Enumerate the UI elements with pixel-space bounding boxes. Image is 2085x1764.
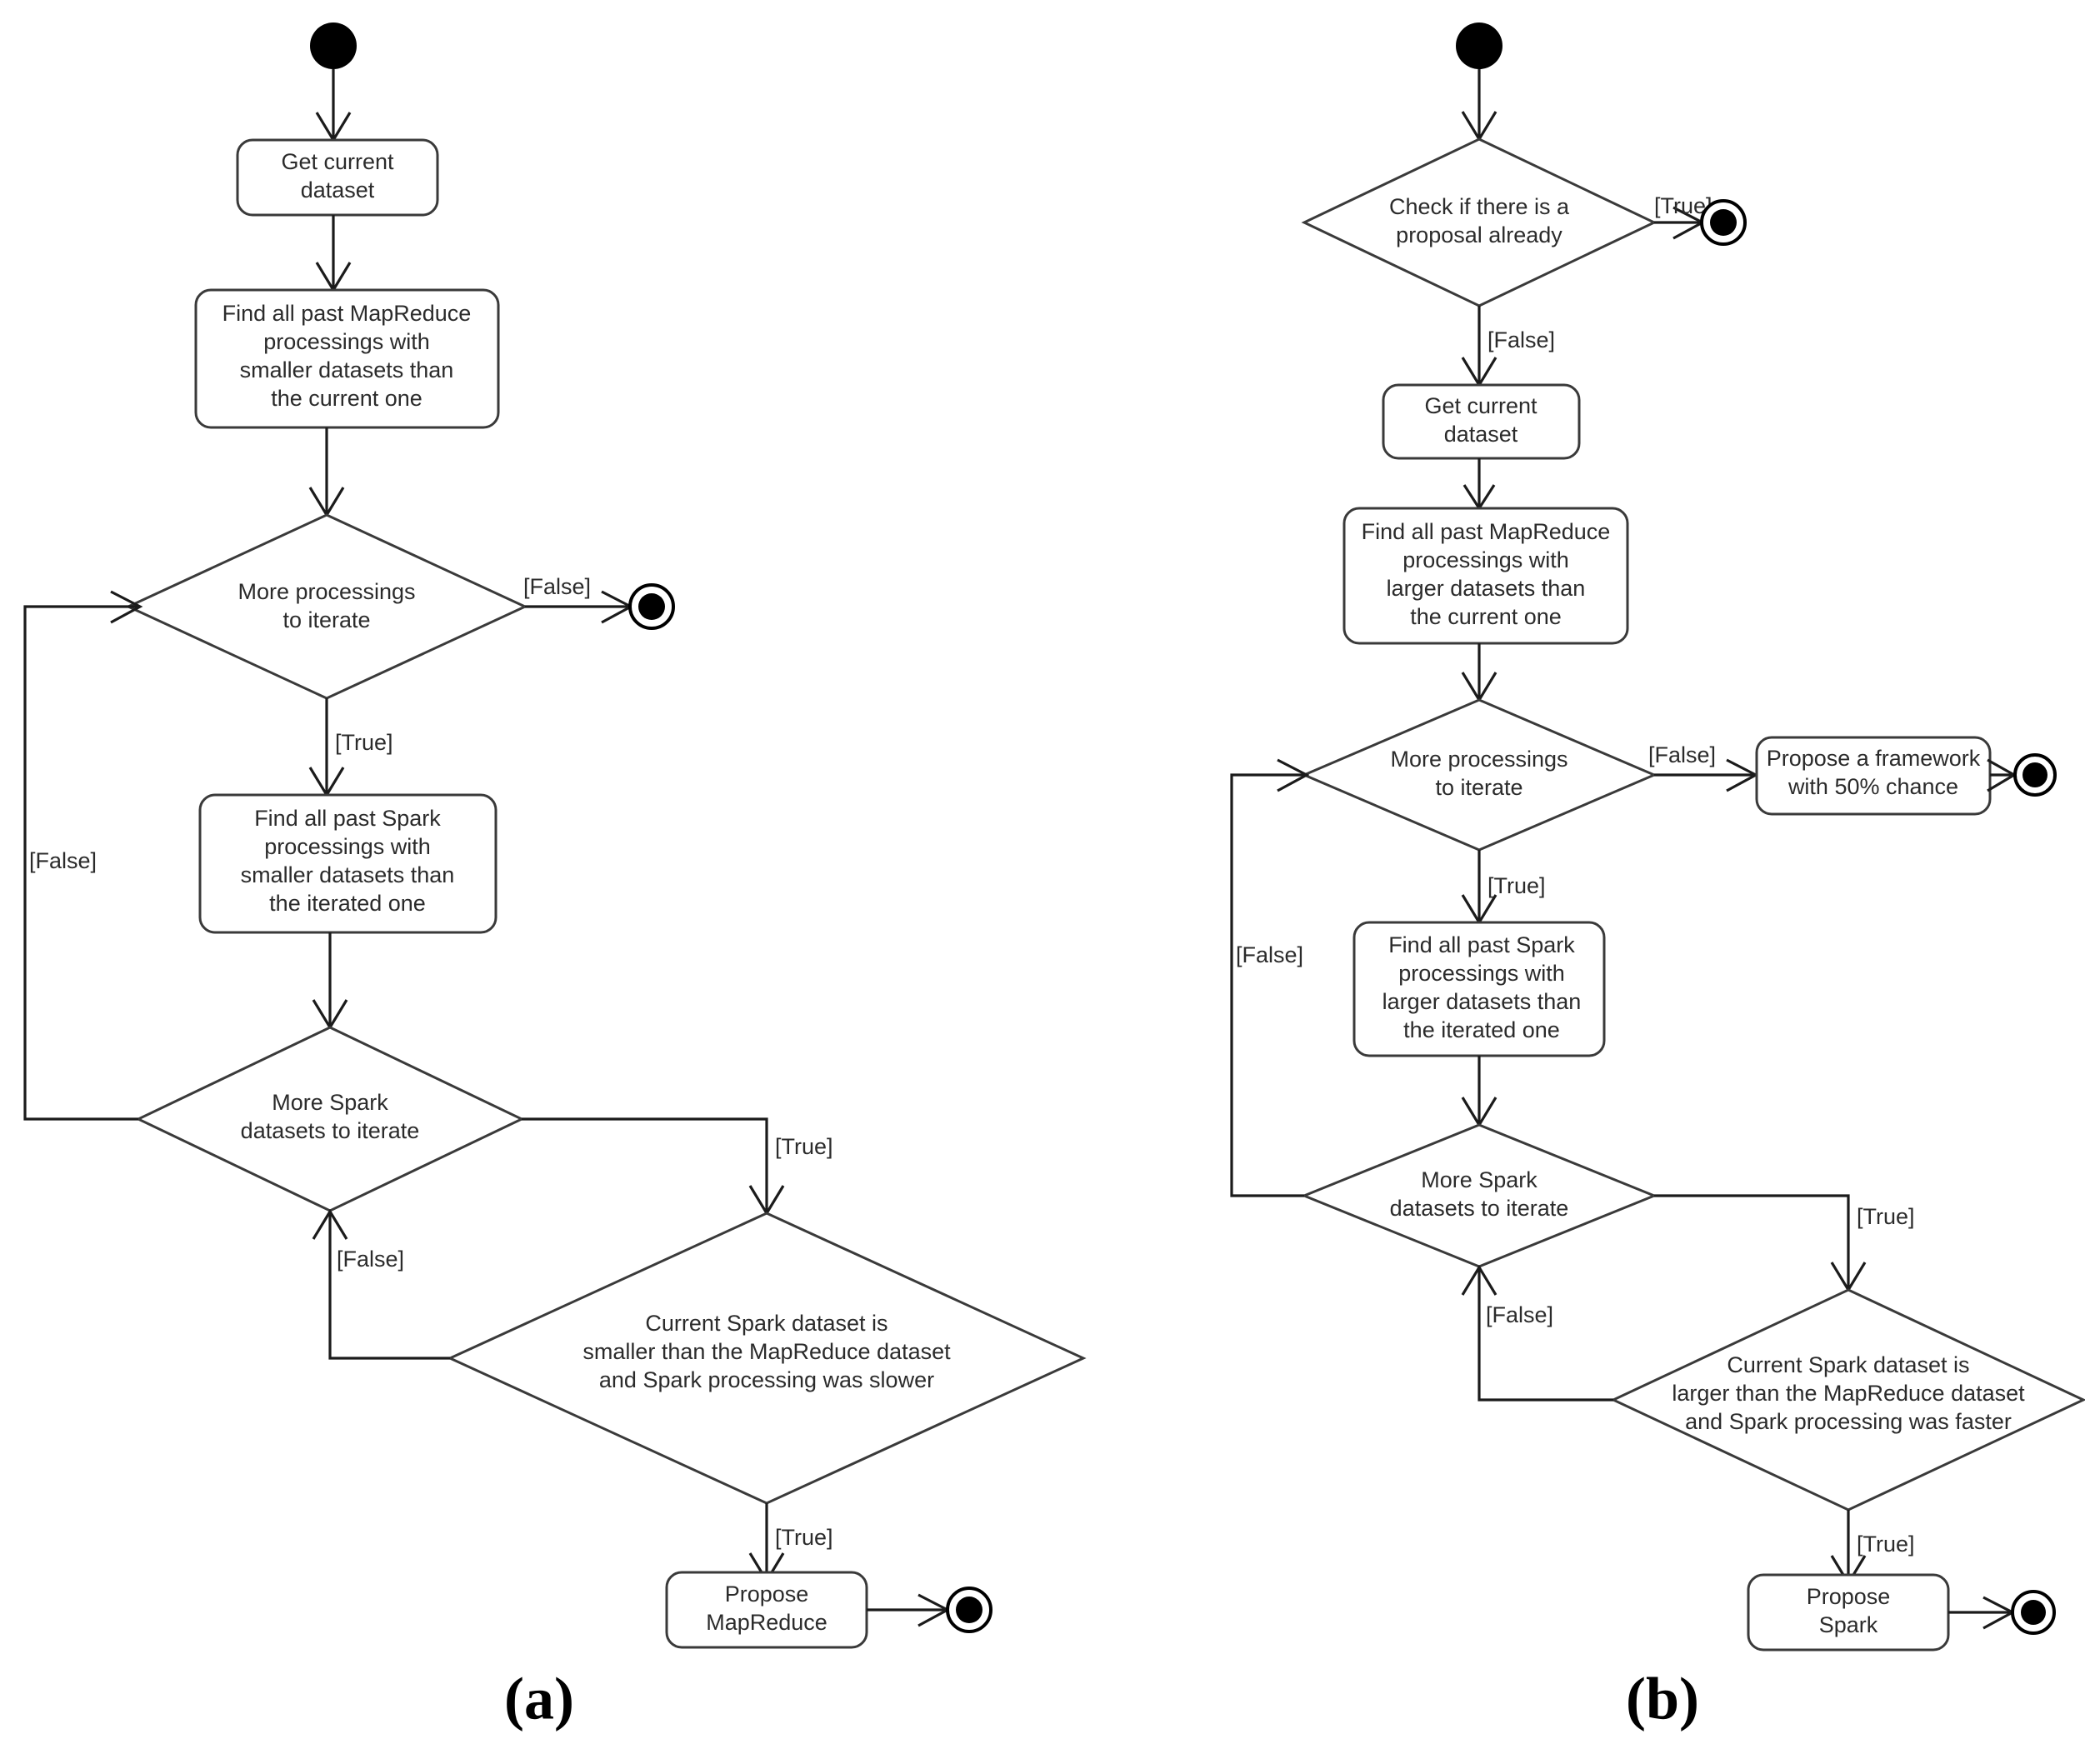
action-find-spark-b-line-3: the iterated one (1403, 1017, 1560, 1042)
decision-more-processings-a[interactable] (125, 513, 528, 700)
decision-compare-b-line-2: and Spark processing was faster (1685, 1409, 2012, 1434)
end-node-propose-b-dot (2021, 1600, 2046, 1625)
action-find-mapreduce-a-line-2: smaller datasets than (240, 357, 454, 382)
action-find-spark-b-line-2: larger datasets than (1382, 989, 1582, 1014)
edge-more-spark-true-a (522, 1117, 768, 1212)
decision-compare-a-line-2: and Spark processing was slower (599, 1367, 934, 1392)
action-find-spark-a-line-1: processings with (264, 834, 431, 859)
action-find-spark-a-line-2: smaller datasets than (241, 862, 455, 887)
action-find-mapreduce-a-line-0: Find all past MapReduce (222, 301, 472, 326)
decision-more-spark-a-line-1: datasets to iterate (241, 1118, 420, 1143)
guard-compare-false-a: [False] (337, 1247, 404, 1272)
decision-more-processings-b-line-1: to iterate (1435, 775, 1522, 800)
guard-compare-false-b: [False] (1486, 1302, 1553, 1327)
action-find-mapreduce-a-line-1: processings with (263, 329, 430, 354)
decision-check-b-line-0: Check if there is a (1389, 194, 1570, 219)
decision-more-processings-b-line-0: More processings (1390, 747, 1568, 772)
arrowhead-more-spark-false-loop-b (1277, 758, 1310, 792)
edge-more-spark-true-b (1654, 1194, 1850, 1288)
end-node-false-a-dot (638, 593, 665, 620)
decision-compare-b-line-1: larger than the MapReduce dataset (1672, 1381, 2025, 1406)
action-find-spark-b-line-1: processings with (1398, 961, 1565, 986)
caption-a: (a) (504, 1666, 574, 1732)
guard-more-spark-true-b: [True] (1857, 1204, 1915, 1229)
action-find-spark-a-line-0: Find all past Spark (254, 806, 441, 831)
guard-compare-true-a: [True] (775, 1525, 833, 1550)
start-node-b (1456, 22, 1502, 69)
decision-compare-b-line-0: Current Spark dataset is (1727, 1352, 1969, 1377)
decision-more-spark-b-line-0: More Spark (1421, 1167, 1538, 1192)
guard-more-processings-false-b: [False] (1648, 742, 1716, 767)
guard-check-false-b: [False] (1488, 327, 1555, 352)
action-propose-b-line-0: Propose (1807, 1584, 1891, 1609)
end-node-framework-b-dot (2022, 762, 2048, 787)
action-find-spark-b-line-0: Find all past Spark (1388, 932, 1575, 957)
start-node-a (310, 22, 357, 69)
action-find-mapreduce-b-line-0: Find all past MapReduce (1362, 519, 1611, 544)
edge-more-spark-false-loop-a (23, 605, 138, 1121)
action-get-current-dataset-a-line-0: Get current (281, 149, 394, 174)
guard-more-processings-false-a: [False] (523, 574, 591, 599)
guard-more-spark-true-a: [True] (775, 1134, 833, 1159)
guard-more-spark-false-a: [False] (29, 848, 97, 873)
arrowhead-compare-false-b (1461, 1264, 1498, 1296)
action-propose-a-line-1: MapReduce (706, 1610, 828, 1635)
guard-more-spark-false-loop-b: [False] (1236, 942, 1303, 967)
action-find-mapreduce-b-line-3: the current one (1410, 604, 1562, 629)
edge-compare-false-b (1478, 1268, 1613, 1402)
decision-compare-a-line-0: Current Spark dataset is (645, 1311, 888, 1336)
guard-compare-true-b: [True] (1857, 1532, 1915, 1557)
arrowhead-compare-false-a (312, 1208, 348, 1240)
arrowhead-more-spark-false-loop-a (110, 590, 143, 624)
end-node-check-true-b-dot (1710, 209, 1737, 236)
action-get-current-dataset-b-line-0: Get current (1424, 393, 1538, 418)
action-get-current-dataset-b[interactable] (1382, 383, 1581, 460)
action-find-spark-a[interactable] (198, 793, 498, 934)
action-find-mapreduce-a-line-3: the current one (271, 386, 422, 411)
edge-compare-false-a (328, 1212, 450, 1360)
caption-b: (b) (1626, 1666, 1699, 1732)
action-get-current-dataset-a[interactable] (236, 138, 439, 217)
action-get-current-dataset-b-line-1: dataset (1444, 422, 1518, 447)
action-propose-b-line-1: Spark (1819, 1612, 1878, 1637)
decision-check-b-line-1: proposal already (1396, 222, 1562, 247)
action-find-mapreduce-a[interactable] (194, 288, 500, 429)
diagram-b: Check if there is a proposal already [Tr… (1230, 22, 2085, 1732)
action-get-current-dataset-a-line-1: dataset (301, 177, 375, 202)
guard-more-processings-true-a: [True] (335, 730, 393, 755)
edge-more-spark-false-loop-b (1230, 773, 1304, 1197)
decision-more-processings-a-line-1: to iterate (282, 607, 370, 632)
action-propose-framework-b-line-0: Propose a framework (1767, 746, 1981, 771)
action-find-spark-a-line-3: the iterated one (269, 891, 426, 916)
guard-more-processings-true-b: [True] (1488, 873, 1546, 898)
action-find-mapreduce-b-line-2: larger datasets than (1387, 576, 1586, 601)
decision-more-processings-a-line-0: More processings (238, 579, 415, 604)
decision-compare-a-line-1: smaller than the MapReduce dataset (582, 1339, 951, 1364)
decision-more-spark-a-line-0: More Spark (272, 1090, 388, 1115)
diagram-a: Get current dataset Find all past MapRed… (23, 22, 1087, 1732)
action-propose-framework-b-line-1: with 50% chance (1788, 774, 1958, 799)
decision-more-spark-b-line-1: datasets to iterate (1390, 1196, 1569, 1221)
end-node-propose-a-dot (956, 1597, 982, 1623)
action-find-mapreduce-b-line-1: processings with (1402, 547, 1569, 572)
action-find-mapreduce-b[interactable] (1342, 507, 1629, 645)
action-propose-a-line-0: Propose (725, 1582, 809, 1607)
